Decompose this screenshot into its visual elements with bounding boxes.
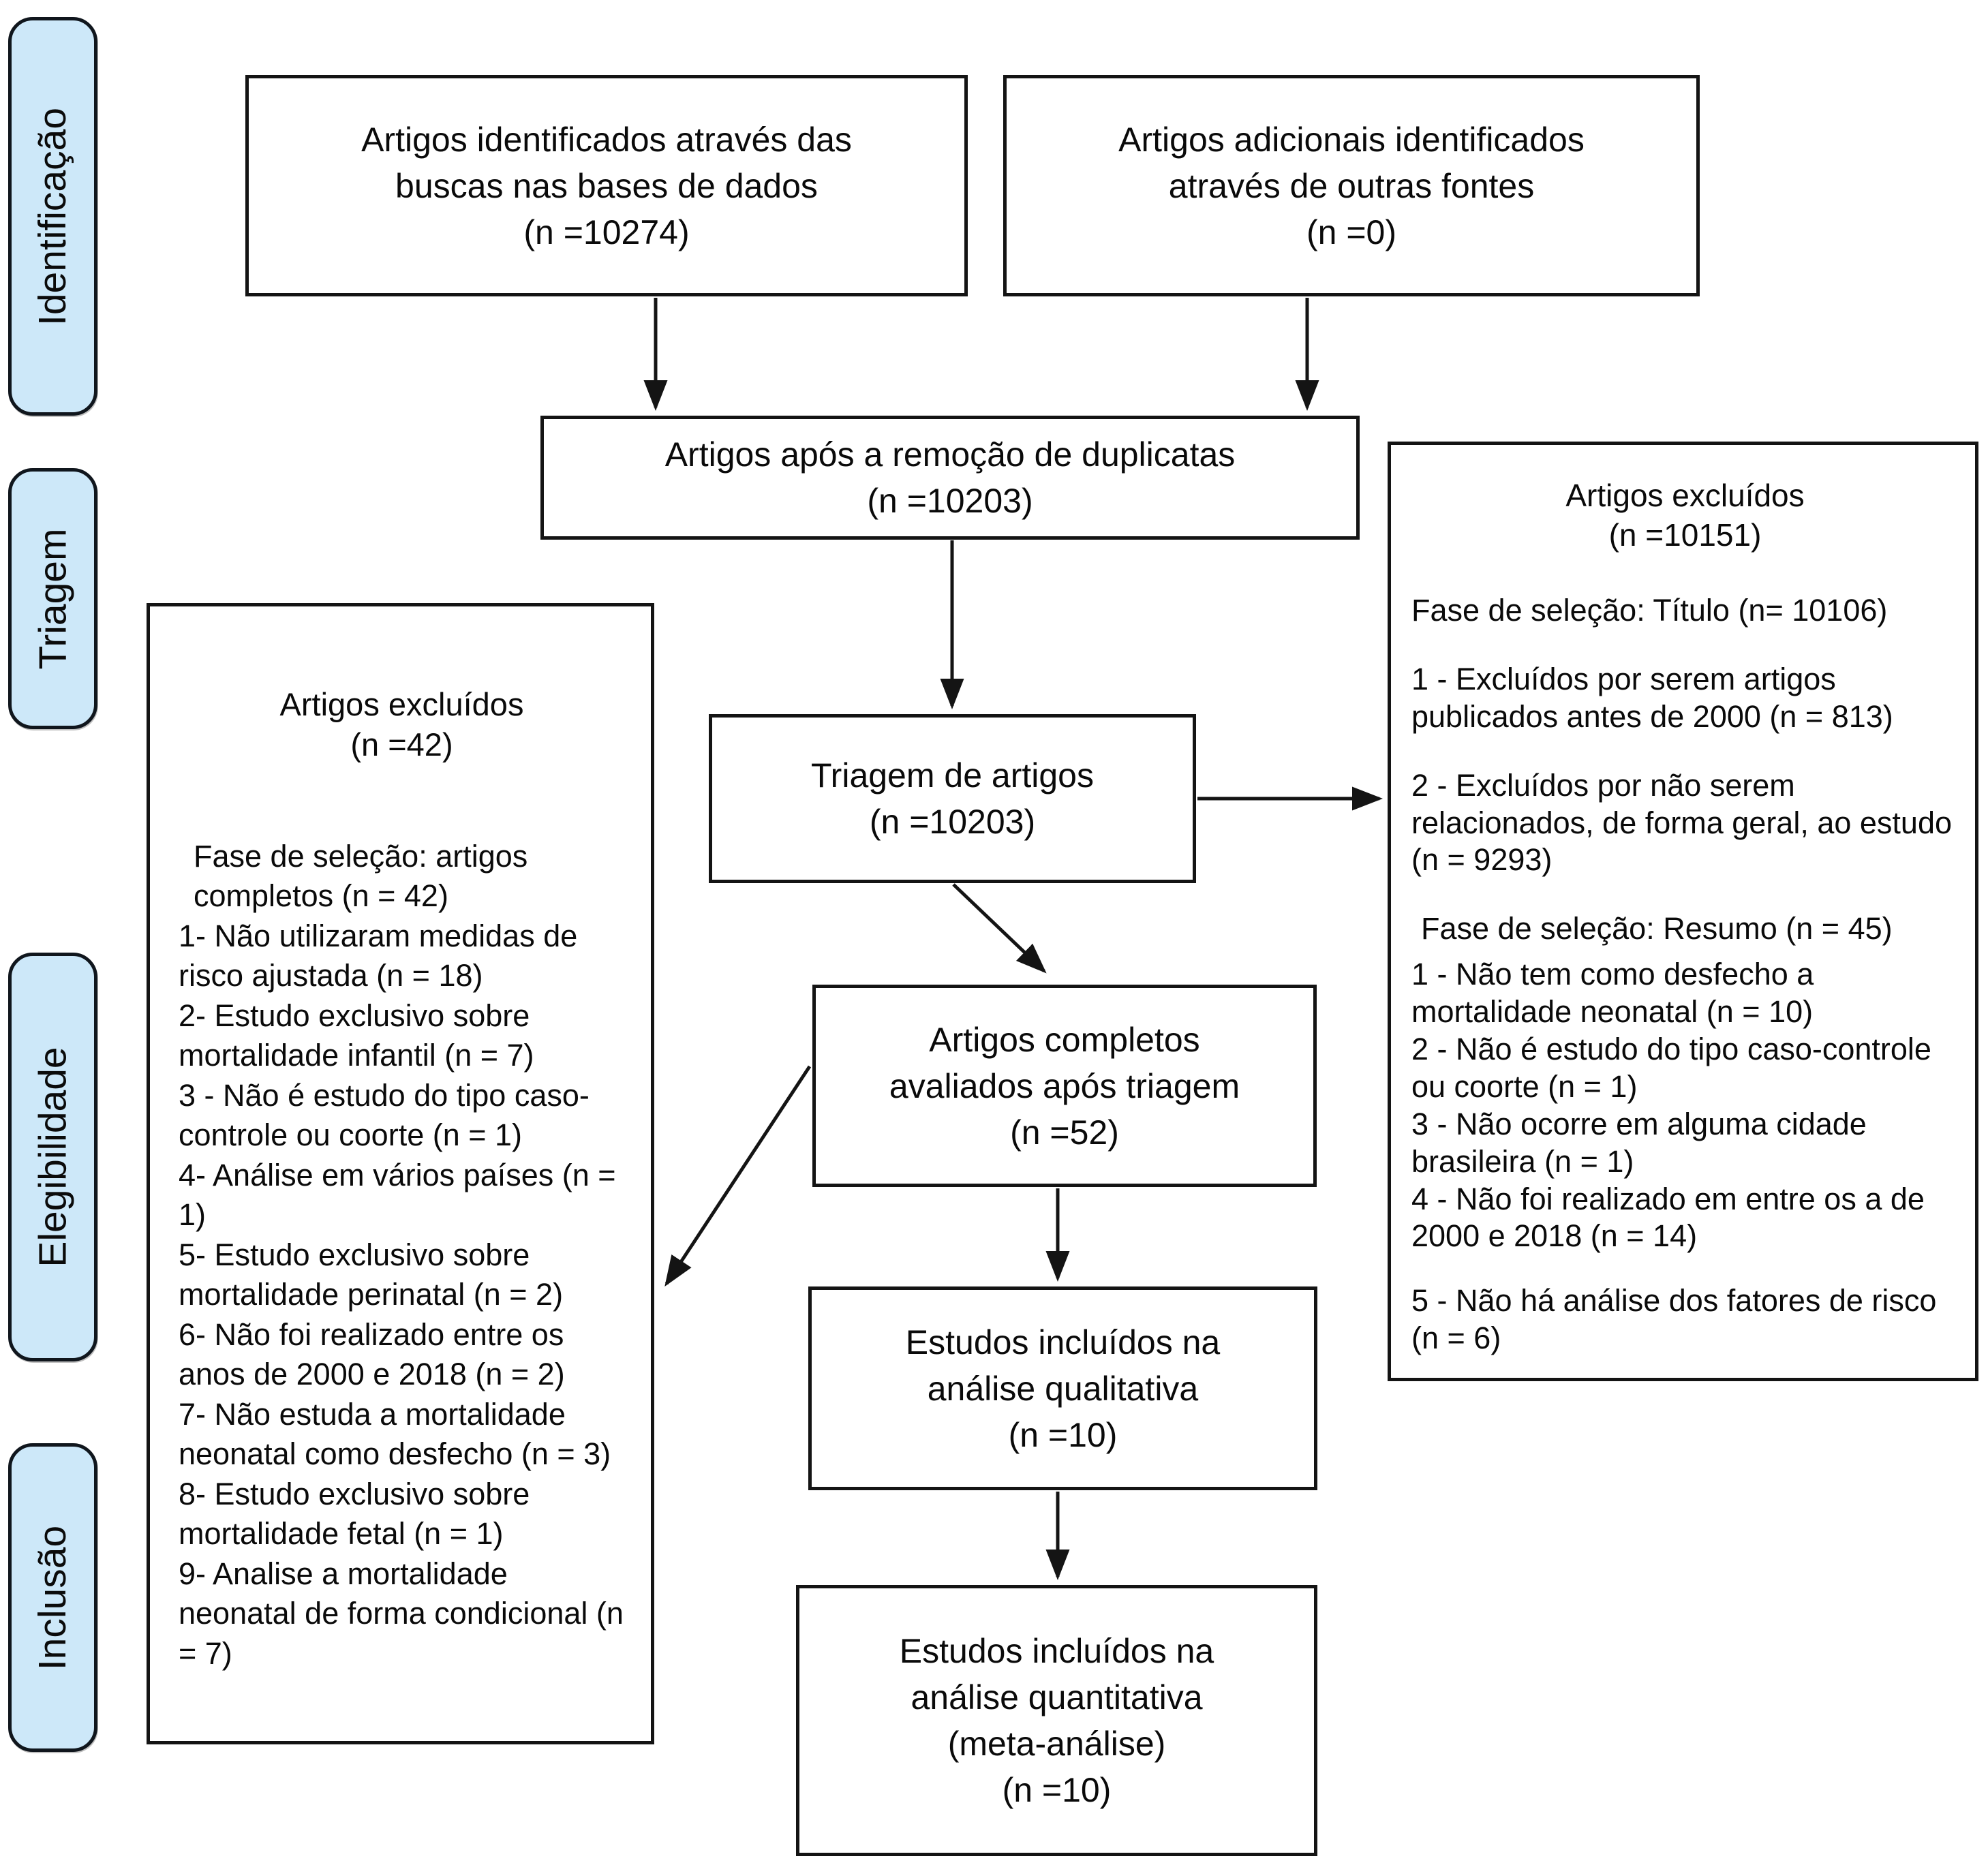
box-identified-databases-text: Artigos identificados através das buscas…	[361, 120, 852, 251]
box-included-qualitative: Estudos incluídos na análise qualitativa…	[808, 1286, 1317, 1490]
box-fulltext-assessed: Artigos completos avaliados após triagem…	[812, 985, 1317, 1187]
arrow-fulltext-to-excluded-left	[664, 1065, 812, 1287]
exclusion-reason: 6- Não foi realizado entre os anos de 20…	[179, 1316, 565, 1392]
box-after-duplicates-text: Artigos após a remoção de duplicatas (n …	[664, 435, 1236, 520]
box-screening: Triagem de artigos (n =10203)	[709, 714, 1196, 883]
exclusion-reason: 7- Não estuda a mortalidade neonatal com…	[179, 1396, 611, 1472]
box-after-duplicates: Artigos após a remoção de duplicatas (n …	[540, 416, 1360, 540]
box-excluded-fulltext-phase: Fase de seleção: artigos completos (n = …	[194, 838, 528, 914]
exclusion-reason: 2 - Excluídos por não serem relacionados…	[1411, 767, 1952, 878]
stage-elegibilidade: Elegibilidade	[8, 953, 97, 1361]
stage-inclusao: Inclusão	[8, 1443, 97, 1752]
box-excluded-title-abstract-title: Artigos excluídos (n =10151)	[1565, 478, 1805, 553]
box-included-quantitative-text: Estudos incluídos na análise quantitativ…	[899, 1632, 1214, 1809]
exclusion-reason: 9- Analise a mortalidade neonatal de for…	[179, 1556, 624, 1671]
exclusion-reason: 1- Não utilizaram medidas de risco ajust…	[179, 918, 578, 993]
exclusion-reason: 1 - Não tem como desfecho a mortalidade …	[1411, 957, 1814, 1030]
box-excluded-title-abstract: Artigos excluídos (n =10151) Fase de sel…	[1388, 442, 1978, 1381]
box-excluded-title-phase: Fase de seleção: Título (n= 10106)	[1411, 593, 1888, 628]
exclusion-reason: 3 - Não é estudo do tipo caso-controle o…	[179, 1077, 590, 1153]
box-excluded-fulltext-title: Artigos excluídos (n =42)	[279, 686, 524, 762]
exclusion-reason: 5 - Não há análise dos fatores de risco …	[1411, 1283, 1937, 1356]
exclusion-reason: 2- Estudo exclusivo sobre mortalidade in…	[179, 998, 534, 1073]
arrow-screening-to-fulltext	[952, 883, 1047, 974]
box-screening-text: Triagem de artigos (n =10203)	[811, 756, 1094, 841]
stage-inclusao-label: Inclusão	[31, 1525, 75, 1670]
stage-triagem: Triagem	[8, 468, 97, 729]
stage-elegibilidade-label: Elegibilidade	[31, 1047, 75, 1267]
exclusion-reason: 2 - Não é estudo do tipo caso-controle o…	[1411, 1032, 1931, 1104]
box-included-quantitative: Estudos incluídos na análise quantitativ…	[796, 1585, 1317, 1856]
exclusion-reason: 8- Estudo exclusivo sobre mortalidade fe…	[179, 1476, 530, 1552]
exclusion-reason: 4- Análise em vários países (n = 1)	[179, 1157, 616, 1233]
stage-identificacao: Identificação	[8, 17, 97, 416]
stage-identificacao-label: Identificação	[31, 107, 75, 326]
exclusion-reason: 1 - Excluídos por serem artigos publicad…	[1411, 661, 1893, 734]
box-excluded-fulltext: Artigos excluídos (n =42) Fase de seleçã…	[147, 603, 654, 1744]
exclusion-reason: 3 - Não ocorre em alguma cidade brasilei…	[1411, 1106, 1867, 1179]
exclusion-reason: 4 - Não foi realizado em entre os a de 2…	[1411, 1181, 1925, 1254]
exclusion-reason: 5- Estudo exclusivo sobre mortalidade pe…	[179, 1237, 564, 1312]
box-additional-sources: Artigos adicionais identificados através…	[1003, 75, 1700, 296]
box-fulltext-assessed-text: Artigos completos avaliados após triagem…	[889, 1020, 1240, 1152]
stage-triagem-label: Triagem	[31, 528, 75, 669]
box-included-qualitative-text: Estudos incluídos na análise qualitativa…	[905, 1323, 1221, 1454]
box-excluded-abstract-phase: Fase de seleção: Resumo (n = 45)	[1421, 911, 1893, 946]
box-identified-databases: Artigos identificados através das buscas…	[245, 75, 968, 296]
box-additional-sources-text: Artigos adicionais identificados através…	[1118, 120, 1585, 251]
